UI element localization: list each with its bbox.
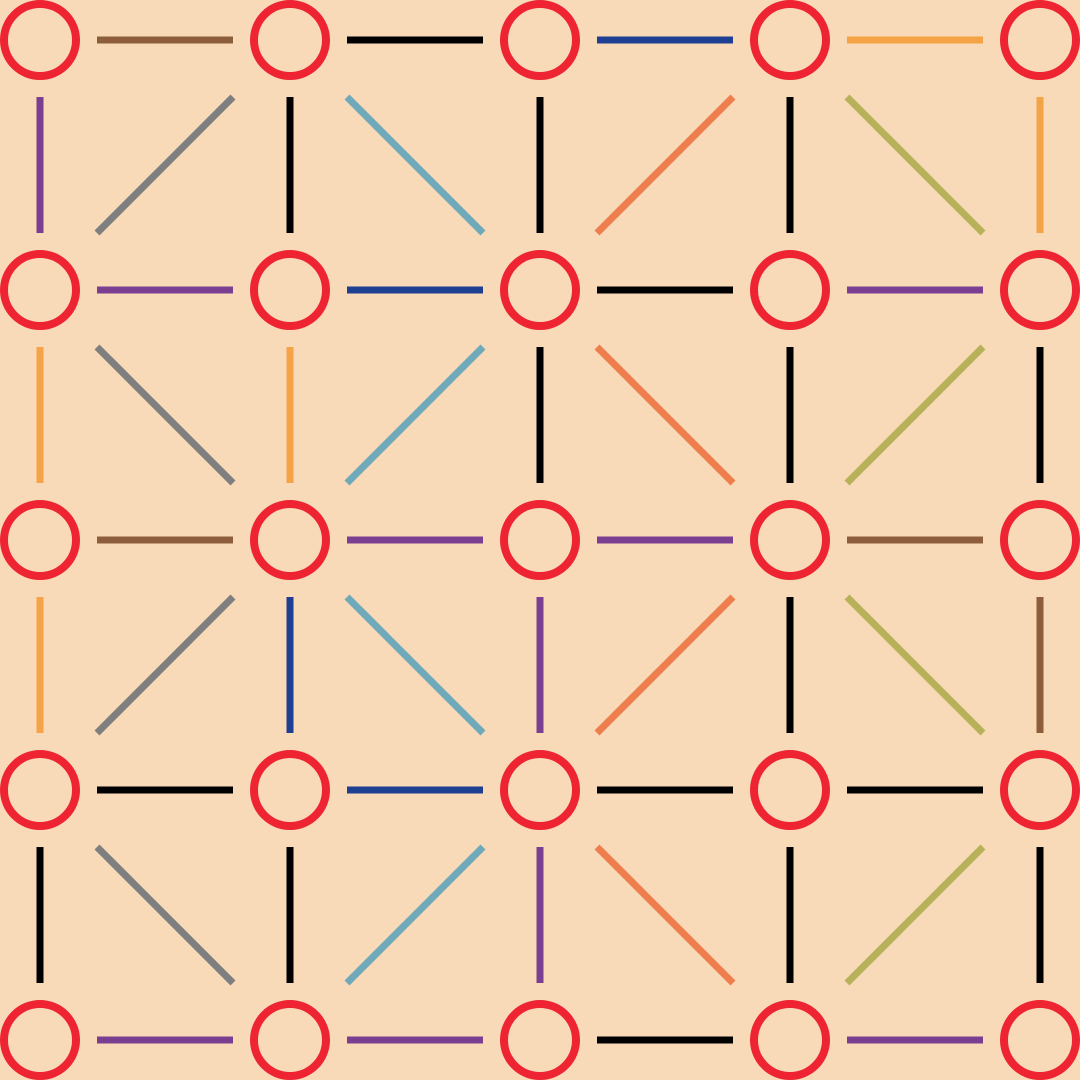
edge-d-r3-c2[interactable] bbox=[594, 844, 736, 986]
node-r1-c2[interactable] bbox=[500, 250, 580, 330]
node-r0-c2[interactable] bbox=[500, 0, 580, 80]
node-r0-c0[interactable] bbox=[0, 0, 80, 80]
edge-d-r2-c0[interactable] bbox=[94, 594, 236, 736]
node-r3-c4[interactable] bbox=[1000, 750, 1080, 830]
node-r3-c3[interactable] bbox=[750, 750, 830, 830]
node-r2-c2[interactable] bbox=[500, 500, 580, 580]
edge-d-r2-c2[interactable] bbox=[594, 594, 736, 736]
edge-d-r0-c3[interactable] bbox=[844, 94, 986, 236]
node-r2-c1[interactable] bbox=[250, 500, 330, 580]
edge-d-r1-c1[interactable] bbox=[344, 344, 486, 486]
node-r1-c3[interactable] bbox=[750, 250, 830, 330]
edge-d-r0-c2[interactable] bbox=[594, 94, 736, 236]
node-r0-c3[interactable] bbox=[750, 0, 830, 80]
node-r2-c4[interactable] bbox=[1000, 500, 1080, 580]
edge-d-r1-c0[interactable] bbox=[94, 344, 236, 486]
node-r3-c1[interactable] bbox=[250, 750, 330, 830]
edge-d-r3-c0[interactable] bbox=[94, 844, 236, 986]
edge-d-r1-c3[interactable] bbox=[844, 344, 986, 486]
node-r4-c0[interactable] bbox=[0, 1000, 80, 1080]
node-r0-c1[interactable] bbox=[250, 0, 330, 80]
node-r3-c0[interactable] bbox=[0, 750, 80, 830]
node-r4-c2[interactable] bbox=[500, 1000, 580, 1080]
edge-d-r3-c1[interactable] bbox=[344, 844, 486, 986]
node-r4-c4[interactable] bbox=[1000, 1000, 1080, 1080]
node-r1-c4[interactable] bbox=[1000, 250, 1080, 330]
node-r1-c0[interactable] bbox=[0, 250, 80, 330]
edge-d-r0-c1[interactable] bbox=[344, 94, 486, 236]
node-r4-c1[interactable] bbox=[250, 1000, 330, 1080]
edges-layer bbox=[36, 36, 1044, 1044]
node-r0-c4[interactable] bbox=[1000, 0, 1080, 80]
edge-d-r2-c3[interactable] bbox=[844, 594, 986, 736]
edge-d-r3-c3[interactable] bbox=[844, 844, 986, 986]
edge-d-r2-c1[interactable] bbox=[344, 594, 486, 736]
node-r2-c3[interactable] bbox=[750, 500, 830, 580]
node-r1-c1[interactable] bbox=[250, 250, 330, 330]
node-r2-c0[interactable] bbox=[0, 500, 80, 580]
node-r4-c3[interactable] bbox=[750, 1000, 830, 1080]
node-r3-c2[interactable] bbox=[500, 750, 580, 830]
edge-d-r0-c0[interactable] bbox=[94, 94, 236, 236]
edge-d-r1-c2[interactable] bbox=[594, 344, 736, 486]
